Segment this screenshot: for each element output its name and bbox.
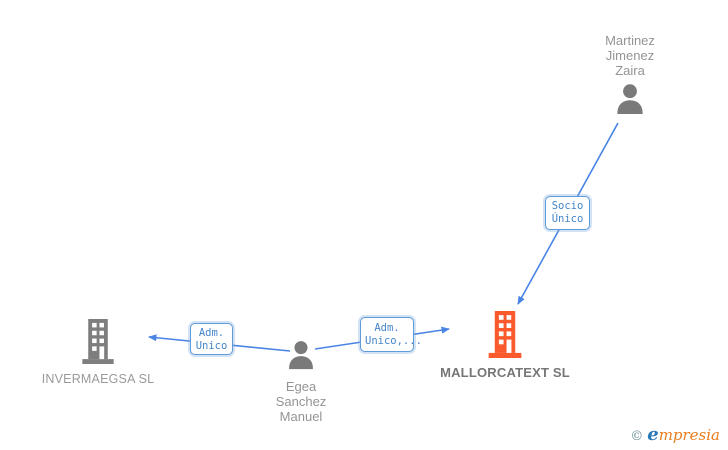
relation-box-adm-unico-left[interactable]: Adm. Unico: [190, 323, 233, 355]
person-name-egea: Egea Sanchez Manuel: [275, 379, 327, 424]
company-name-invermaegsa: INVERMAEGSA SL: [41, 372, 155, 386]
relation-box-socio-unico[interactable]: Socio Único: [545, 196, 590, 230]
company-node-mallorcatext[interactable]: MALLORCATEXT SL: [435, 311, 575, 380]
empresia-brand-text: mpresia: [658, 426, 720, 444]
empresia-logo[interactable]: ©empresia: [630, 424, 720, 445]
copyright-icon: ©: [630, 429, 644, 444]
empresia-brand-e: e: [647, 424, 659, 445]
relation-box-adm-unico-right[interactable]: Adm. Unico,...: [360, 317, 422, 352]
person-node-egea[interactable]: Egea Sanchez Manuel: [251, 338, 351, 424]
person-name-martinez: Martinez Jimenez Zaira: [605, 33, 655, 78]
person-node-martinez[interactable]: Martinez Jimenez Zaira: [580, 33, 680, 122]
building-icon-orange: [488, 311, 522, 358]
company-node-invermaegsa[interactable]: INVERMAEGSA SL: [28, 319, 168, 387]
person-icon: [617, 84, 643, 114]
person-icon: [289, 341, 313, 370]
building-icon-gray: [82, 319, 114, 364]
company-name-mallorcatext: MALLORCATEXT SL: [440, 365, 570, 380]
